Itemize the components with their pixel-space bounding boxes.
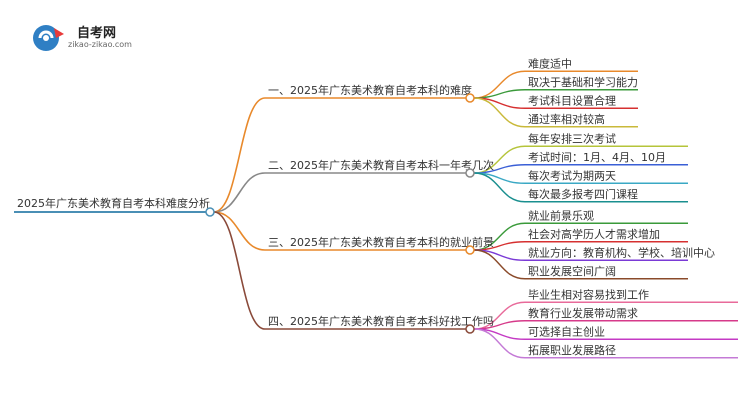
branch-link <box>213 211 266 251</box>
branch-link <box>213 97 266 213</box>
leaf-label: 每次最多报考四门课程 <box>528 187 638 201</box>
leaf-label: 就业前景乐观 <box>528 208 594 222</box>
branch-label: 二、2025年广东美术教育自考本科一年考几次 <box>268 158 494 172</box>
leaf-label: 可选择自主创业 <box>528 324 605 338</box>
leaf-link <box>473 172 526 203</box>
leaf-label: 毕业生相对容易找到工作 <box>528 287 649 301</box>
leaf-label: 教育行业发展带动需求 <box>528 306 638 320</box>
branch-node[interactable] <box>465 168 475 178</box>
branch-label: 三、2025年广东美术教育自考本科的就业前景 <box>268 235 494 249</box>
logo-title: 自考网 <box>77 26 117 41</box>
root-node[interactable] <box>205 207 215 217</box>
branch-label: 一、2025年广东美术教育自考本科的难度 <box>268 83 472 97</box>
leaf-label: 就业方向：教育机构、学校、培训中心 <box>528 245 715 259</box>
branch-node[interactable] <box>465 245 475 255</box>
leaf-label: 取决于基础和学习能力 <box>528 75 638 89</box>
branch-label: 四、2025年广东美术教育自考本科好找工作吗 <box>268 314 494 328</box>
root-label: 2025年广东美术教育自考本科难度分析 <box>17 196 210 210</box>
leaf-label: 考试科目设置合理 <box>528 93 616 107</box>
leaf-label: 每年安排三次考试 <box>528 131 616 145</box>
logo-icon <box>33 25 64 51</box>
mind-map-labels: 2025年广东美术教育自考本科难度分析 一、2025年广东美术教育自考本科的难度 难… <box>17 56 715 357</box>
leaf-label: 社会对高学历人才需求增加 <box>528 227 660 241</box>
leaf-label: 考试时间：1月、4月、10月 <box>528 151 666 164</box>
leaf-label: 拓展职业发展路径 <box>528 343 616 357</box>
leaf-label: 通过率相对较高 <box>528 112 605 126</box>
leaf-link <box>473 328 526 359</box>
branch-node[interactable] <box>465 93 475 103</box>
mind-map-nodes <box>205 93 475 334</box>
leaf-label: 难度适中 <box>528 56 572 70</box>
mind-map-links <box>14 70 738 359</box>
leaf-link <box>473 249 526 280</box>
branch-link <box>213 172 266 213</box>
branch-link <box>213 211 266 330</box>
leaf-label: 每次考试为期两天 <box>528 168 616 182</box>
branch-node[interactable] <box>465 324 475 334</box>
leaf-label: 职业发展空间广阔 <box>528 264 616 278</box>
logo-url: zikao-zikao.com <box>68 40 132 49</box>
site-logo[interactable]: 自考网 zikao-zikao.com <box>30 20 150 60</box>
leaf-link <box>473 97 526 128</box>
